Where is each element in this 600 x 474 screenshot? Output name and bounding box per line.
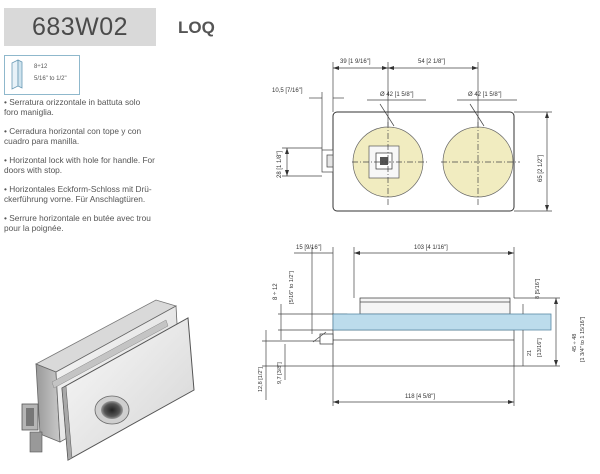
glass-thickness-box: 8÷12 5/16" to 1/2": [4, 55, 80, 95]
dim-8: 8 [5/16"]: [535, 278, 541, 299]
dim-21: 21: [527, 350, 533, 356]
desc-fr-1: • Serrure horizontale en butée avec trou: [4, 213, 151, 223]
dim-45-48-in: [1 3/4" to 1 15/16"]: [580, 316, 586, 362]
desc-de-1: • Horizontales Eckform-Schloss mit Drü-: [4, 184, 152, 194]
desc-it-2: foro maniglia.: [4, 107, 54, 117]
dim-10-5: 10,5 [7/16"]: [272, 88, 303, 94]
dim-15: 15 [9/16"]: [296, 245, 322, 251]
dim-21-in: [13/16"]: [537, 338, 543, 357]
thickness-mm: 8÷12: [34, 64, 48, 70]
dim-12-8: 12,8 [1/2"]: [258, 367, 264, 392]
dim-8-12: 8 ÷ 12: [273, 283, 279, 300]
dim-39: 39 [1 9/16"]: [340, 59, 371, 65]
product-code-box: 683W02: [4, 8, 156, 46]
desc-fr-2: pour la poignée.: [4, 223, 64, 233]
desc-en-1: • Horizontal lock with hole for handle. …: [4, 155, 155, 165]
dim-54: 54 [2 1/8"]: [418, 59, 445, 65]
desc-de-2: ckerführung vorne. Für Anschlagtüren.: [4, 194, 146, 204]
dim-118: 118 [4 5/8"]: [405, 394, 435, 400]
desc-es-1: • Cerradura horizontal con tope y con: [4, 126, 142, 136]
dim-28: 28 [1 1/8"]: [277, 151, 283, 178]
dim-65: 65 [2 1/2"]: [538, 155, 544, 182]
desc-en-2: doors with stop.: [4, 165, 63, 175]
desc-it-1: • Serratura orizzontale in battuta solo: [4, 97, 141, 107]
dim-d42-right: Ø 42 [1 5/8"]: [468, 92, 502, 98]
dim-9-7: 9,7 [3/8"]: [277, 362, 283, 384]
dim-d42-left: Ø 42 [1 5/8"]: [380, 92, 414, 98]
glass-thickness-icon: [11, 59, 23, 90]
lock-product-image: [21, 299, 195, 461]
dim-103: 103 [4 1/16"]: [414, 245, 448, 251]
product-code: 683W02: [31, 12, 129, 41]
desc-es-2: cuadro para manilla.: [4, 136, 80, 146]
dim-45-48: 45 ÷ 48: [572, 334, 578, 352]
thickness-inch: 5/16" to 1/2": [34, 76, 67, 82]
dim-8-12-in: [5/16" to 1/2"]: [289, 271, 295, 304]
product-name: LOQ: [178, 18, 215, 37]
